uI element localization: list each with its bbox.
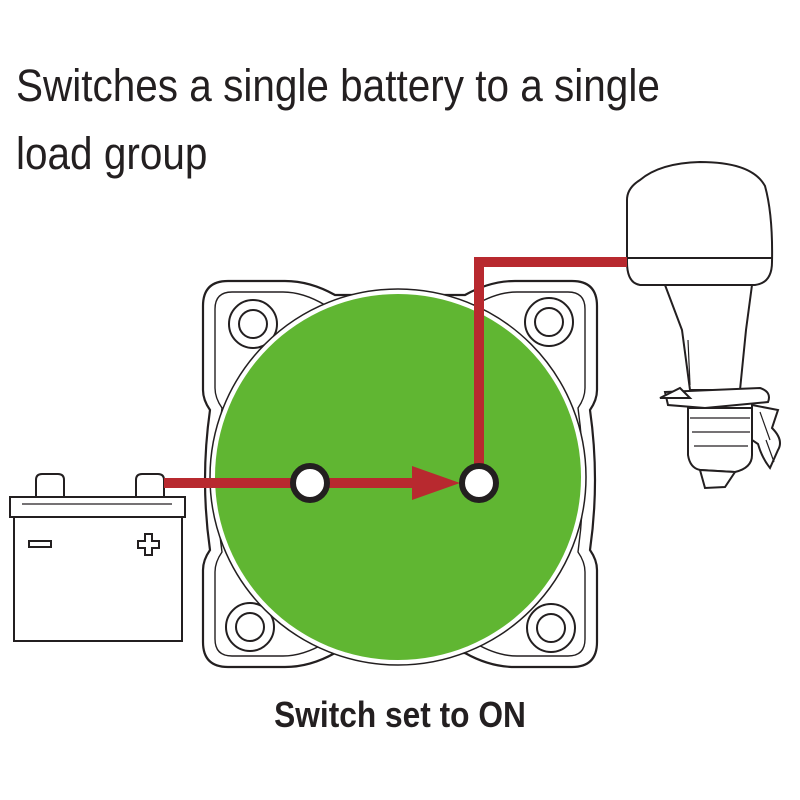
mounting-hole-top-right [524,297,574,347]
motor-skeg [698,468,737,490]
arrow-icon [412,466,460,500]
battery-terminal-negative [35,473,65,498]
terminal-input [290,463,330,503]
terminal-icon [290,463,499,503]
mounting-hole-bottom-left [225,602,275,652]
diagram-title: Switches a single battery to a single lo… [16,60,660,179]
terminal-output [459,463,499,503]
battery-switch-icon [201,279,599,669]
battery-terminal-positive [135,473,165,498]
motor-shaft-housing [663,284,754,391]
switch-face [215,294,581,660]
minus-sign-icon [28,540,52,548]
motor-cowling [626,160,774,286]
motor-propeller [751,403,781,470]
motor-cavitation-plate [659,386,693,399]
mounting-hole-top-left [228,299,278,349]
plus-sign-icon [137,533,160,556]
battery-icon [9,473,186,642]
battery-body [13,516,183,642]
switch-to-motor-wire [474,257,627,483]
mounting-hole-bottom-right [526,603,576,653]
switch-state-caption: Switch set to ON [274,694,526,735]
battery-lid [9,496,186,518]
motor-clamp [663,386,770,410]
outboard-motor-icon [626,160,781,490]
